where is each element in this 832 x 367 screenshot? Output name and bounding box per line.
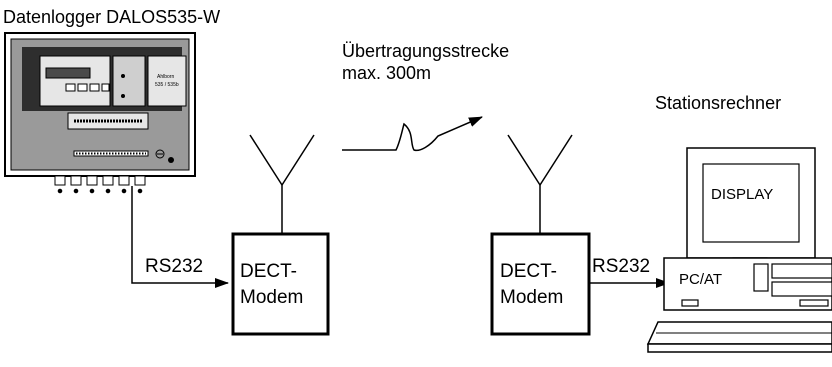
rs232-connection-left: [131, 186, 229, 288]
datalogger-device: Ahlborn 535 / 535b: [4, 32, 196, 194]
antenna-icon: [507, 134, 573, 233]
ground-symbol-icon: [155, 149, 174, 163]
antenna-icon: [249, 134, 315, 233]
station-computer-label: Stationsrechner: [655, 93, 781, 113]
transmission-label-line1: Übertragungsstrecke: [342, 41, 509, 61]
monitor-screen: [702, 163, 800, 243]
dect-modem-right: DECT- Modem: [490, 232, 591, 336]
display-label: DISPLAY: [711, 186, 773, 203]
logger-model-text: 535 / 535b: [155, 82, 179, 88]
logger-brand-name: Ahlborn: [157, 74, 174, 80]
modem-left-label-line1: DECT-: [240, 261, 297, 282]
pc-label: PC/AT: [679, 271, 722, 288]
modem-right-label-line1: DECT-: [500, 261, 557, 282]
rs232-label-left: RS232: [145, 256, 203, 277]
cable-glands: [54, 175, 146, 194]
dect-modem-left: DECT- Modem: [231, 232, 330, 336]
modem-left-label-line2: Modem: [240, 287, 303, 308]
wireless-transmission-arrow: [342, 116, 483, 152]
modem-right-label-line2: Modem: [500, 287, 563, 308]
logger-title: Datenlogger DALOS535-W: [3, 7, 220, 27]
station-computer: DISPLAY PC/AT: [646, 147, 832, 353]
transmission-label-line2: max. 300m: [342, 63, 431, 83]
rs232-label-right: RS232: [592, 256, 650, 277]
